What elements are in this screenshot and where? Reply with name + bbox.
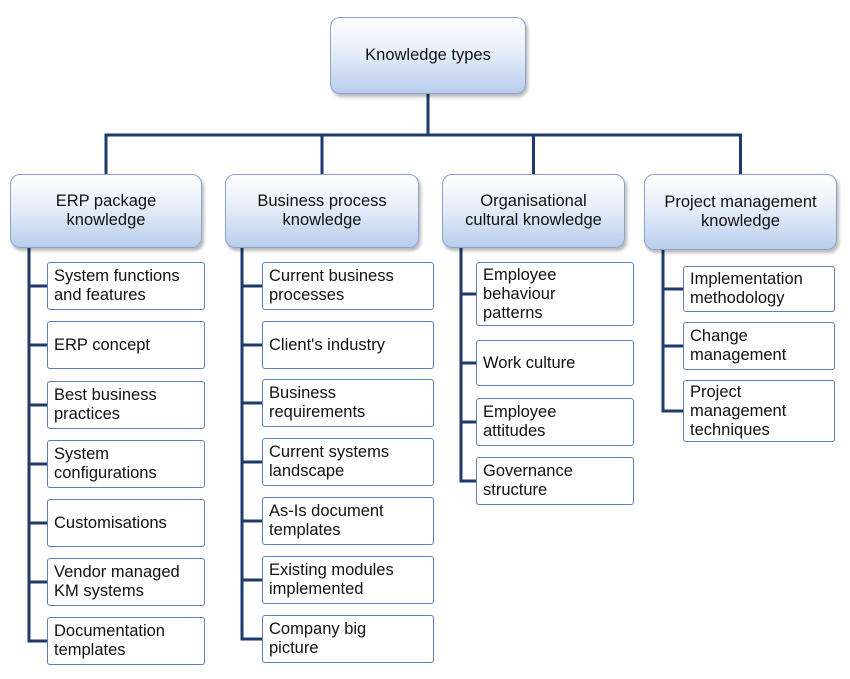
leaf-item-label: As-Is document templates [269,502,384,539]
leaf-item: Documentation templates [47,617,205,665]
leaf-item: Customisations [47,499,205,547]
leaf-item-label: Current business processes [269,267,394,304]
category-node-2: Organisational cultural knowledge [442,174,625,248]
leaf-item: Current systems landscape [262,438,434,486]
leaf-item-label: Governance structure [483,462,573,499]
category-label: Business process knowledge [257,192,387,229]
leaf-item: Work culture [476,340,634,386]
leaf-item-label: Employee attitudes [483,403,557,440]
leaf-item-label: Vendor managed KM systems [54,563,180,600]
leaf-item: Employee attitudes [476,398,634,446]
category-label: Project management knowledge [664,193,817,230]
leaf-item-label: System functions and features [54,267,180,304]
root-node-label: Knowledge types [365,46,491,64]
leaf-item-label: Company big picture [269,620,367,657]
leaf-item-label: Work culture [483,353,576,372]
leaf-item-label: Customisations [54,513,167,532]
leaf-item: As-Is document templates [262,497,434,545]
leaf-item: System functions and features [47,262,205,310]
leaf-item-label: Implementation methodology [690,270,803,307]
category-node-1: Business process knowledge [225,174,419,248]
leaf-item: ERP concept [47,321,205,369]
leaf-item: Vendor managed KM systems [47,558,205,606]
category-node-0: ERP package knowledge [10,174,202,248]
category-label: Organisational cultural knowledge [465,192,602,229]
leaf-item-label: Client's industry [269,335,385,354]
leaf-item-label: Documentation templates [54,622,165,659]
leaf-item: Change management [683,322,835,370]
category-node-3: Project management knowledge [644,174,837,250]
leaf-item-label: Current systems landscape [269,443,390,480]
leaf-item: System configurations [47,440,205,488]
root-node-knowledge-types: Knowledge types [330,17,526,94]
leaf-item-label: System configurations [54,445,157,482]
leaf-item: Business requirements [262,379,434,427]
leaf-item: Existing modules implemented [262,556,434,604]
leaf-item: Current business processes [262,262,434,310]
leaf-item: Governance structure [476,457,634,505]
leaf-item-label: Business requirements [269,384,366,421]
leaf-item-label: Project management techniques [690,382,787,439]
leaf-item: Implementation methodology [683,266,835,312]
leaf-item: Best business practices [47,381,205,429]
leaf-item-label: Best business practices [54,386,157,423]
leaf-item-label: Change management [690,327,787,364]
leaf-item: Company big picture [262,615,434,663]
category-label: ERP package knowledge [55,192,157,229]
leaf-item: Employee behaviour patterns [476,262,634,326]
leaf-item: Project management techniques [683,380,835,442]
leaf-item-label: Employee behaviour patterns [483,265,557,322]
leaf-item-label: ERP concept [54,335,151,354]
leaf-item: Client's industry [262,321,434,369]
leaf-item-label: Existing modules implemented [269,561,394,598]
